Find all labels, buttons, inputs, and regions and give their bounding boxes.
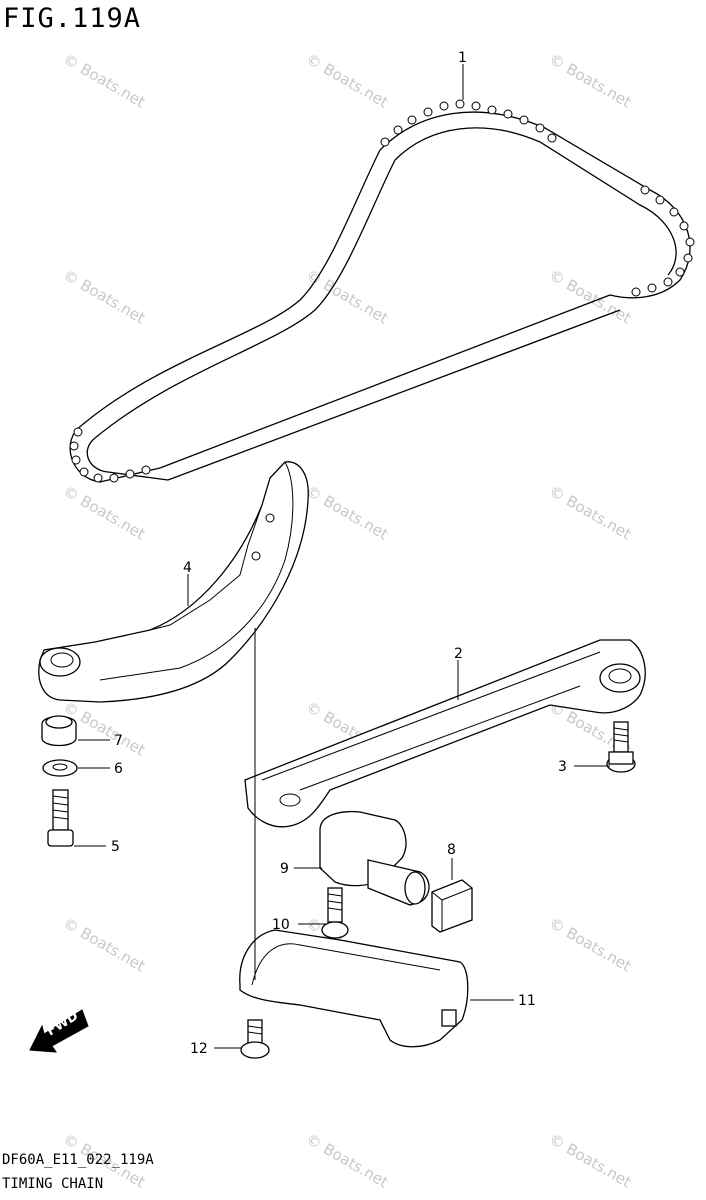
figure-code: DF60A_E11_022_119A [2, 1152, 154, 1168]
leader-lines [74, 64, 610, 1049]
tensioner-part-9[interactable] [319, 810, 430, 906]
chain-guide-part-4[interactable] [38, 461, 309, 703]
callout-2: 2 [454, 646, 463, 662]
chain-guide-part-2[interactable] [244, 639, 646, 828]
bolt-part-3[interactable] [606, 721, 636, 773]
watermark: © Boats.net [60, 914, 148, 975]
callout-12: 12 [190, 1041, 208, 1057]
bolt-part-5[interactable] [47, 789, 74, 847]
chain-link-rollers [69, 99, 695, 483]
collar-part-7[interactable] [41, 715, 77, 747]
callout-6: 6 [114, 761, 123, 777]
bolt-part-12[interactable] [240, 1019, 270, 1059]
washer-part-6[interactable] [42, 759, 78, 777]
callout-11: 11 [518, 993, 536, 1009]
watermark: © Boats.net [303, 266, 391, 327]
watermark: © Boats.net [546, 482, 634, 543]
callout-8: 8 [447, 842, 456, 858]
watermark: © Boats.net [303, 482, 391, 543]
watermark: © Boats.net [60, 482, 148, 543]
callout-3: 3 [558, 759, 567, 775]
callout-1: 1 [458, 50, 467, 66]
callout-4: 4 [183, 560, 192, 576]
fwd-arrow-icon: FWD [29, 1009, 89, 1053]
figure-title: FIG.119A [3, 3, 142, 34]
callout-7: 7 [114, 733, 123, 749]
callout-10: 10 [272, 917, 290, 933]
watermark: © Boats.net [546, 50, 634, 111]
watermark: © Boats.net [303, 50, 391, 111]
watermark: © Boats.net [303, 1130, 391, 1191]
callout-labels: 1 2 3 4 5 6 7 8 9 10 11 12 [111, 50, 567, 1057]
bolt-part-10[interactable] [321, 887, 349, 939]
figure-name: TIMING CHAIN [2, 1176, 104, 1192]
pad-part-8[interactable] [431, 879, 473, 933]
callout-9: 9 [280, 861, 289, 877]
watermark: © Boats.net [546, 914, 634, 975]
guide-part-11[interactable] [239, 929, 469, 1048]
callout-5: 5 [111, 839, 120, 855]
timing-chain-part-1[interactable] [69, 99, 695, 483]
watermark: © Boats.net [60, 50, 148, 111]
watermark: © Boats.net [60, 266, 148, 327]
watermark: © Boats.net [546, 1130, 634, 1191]
